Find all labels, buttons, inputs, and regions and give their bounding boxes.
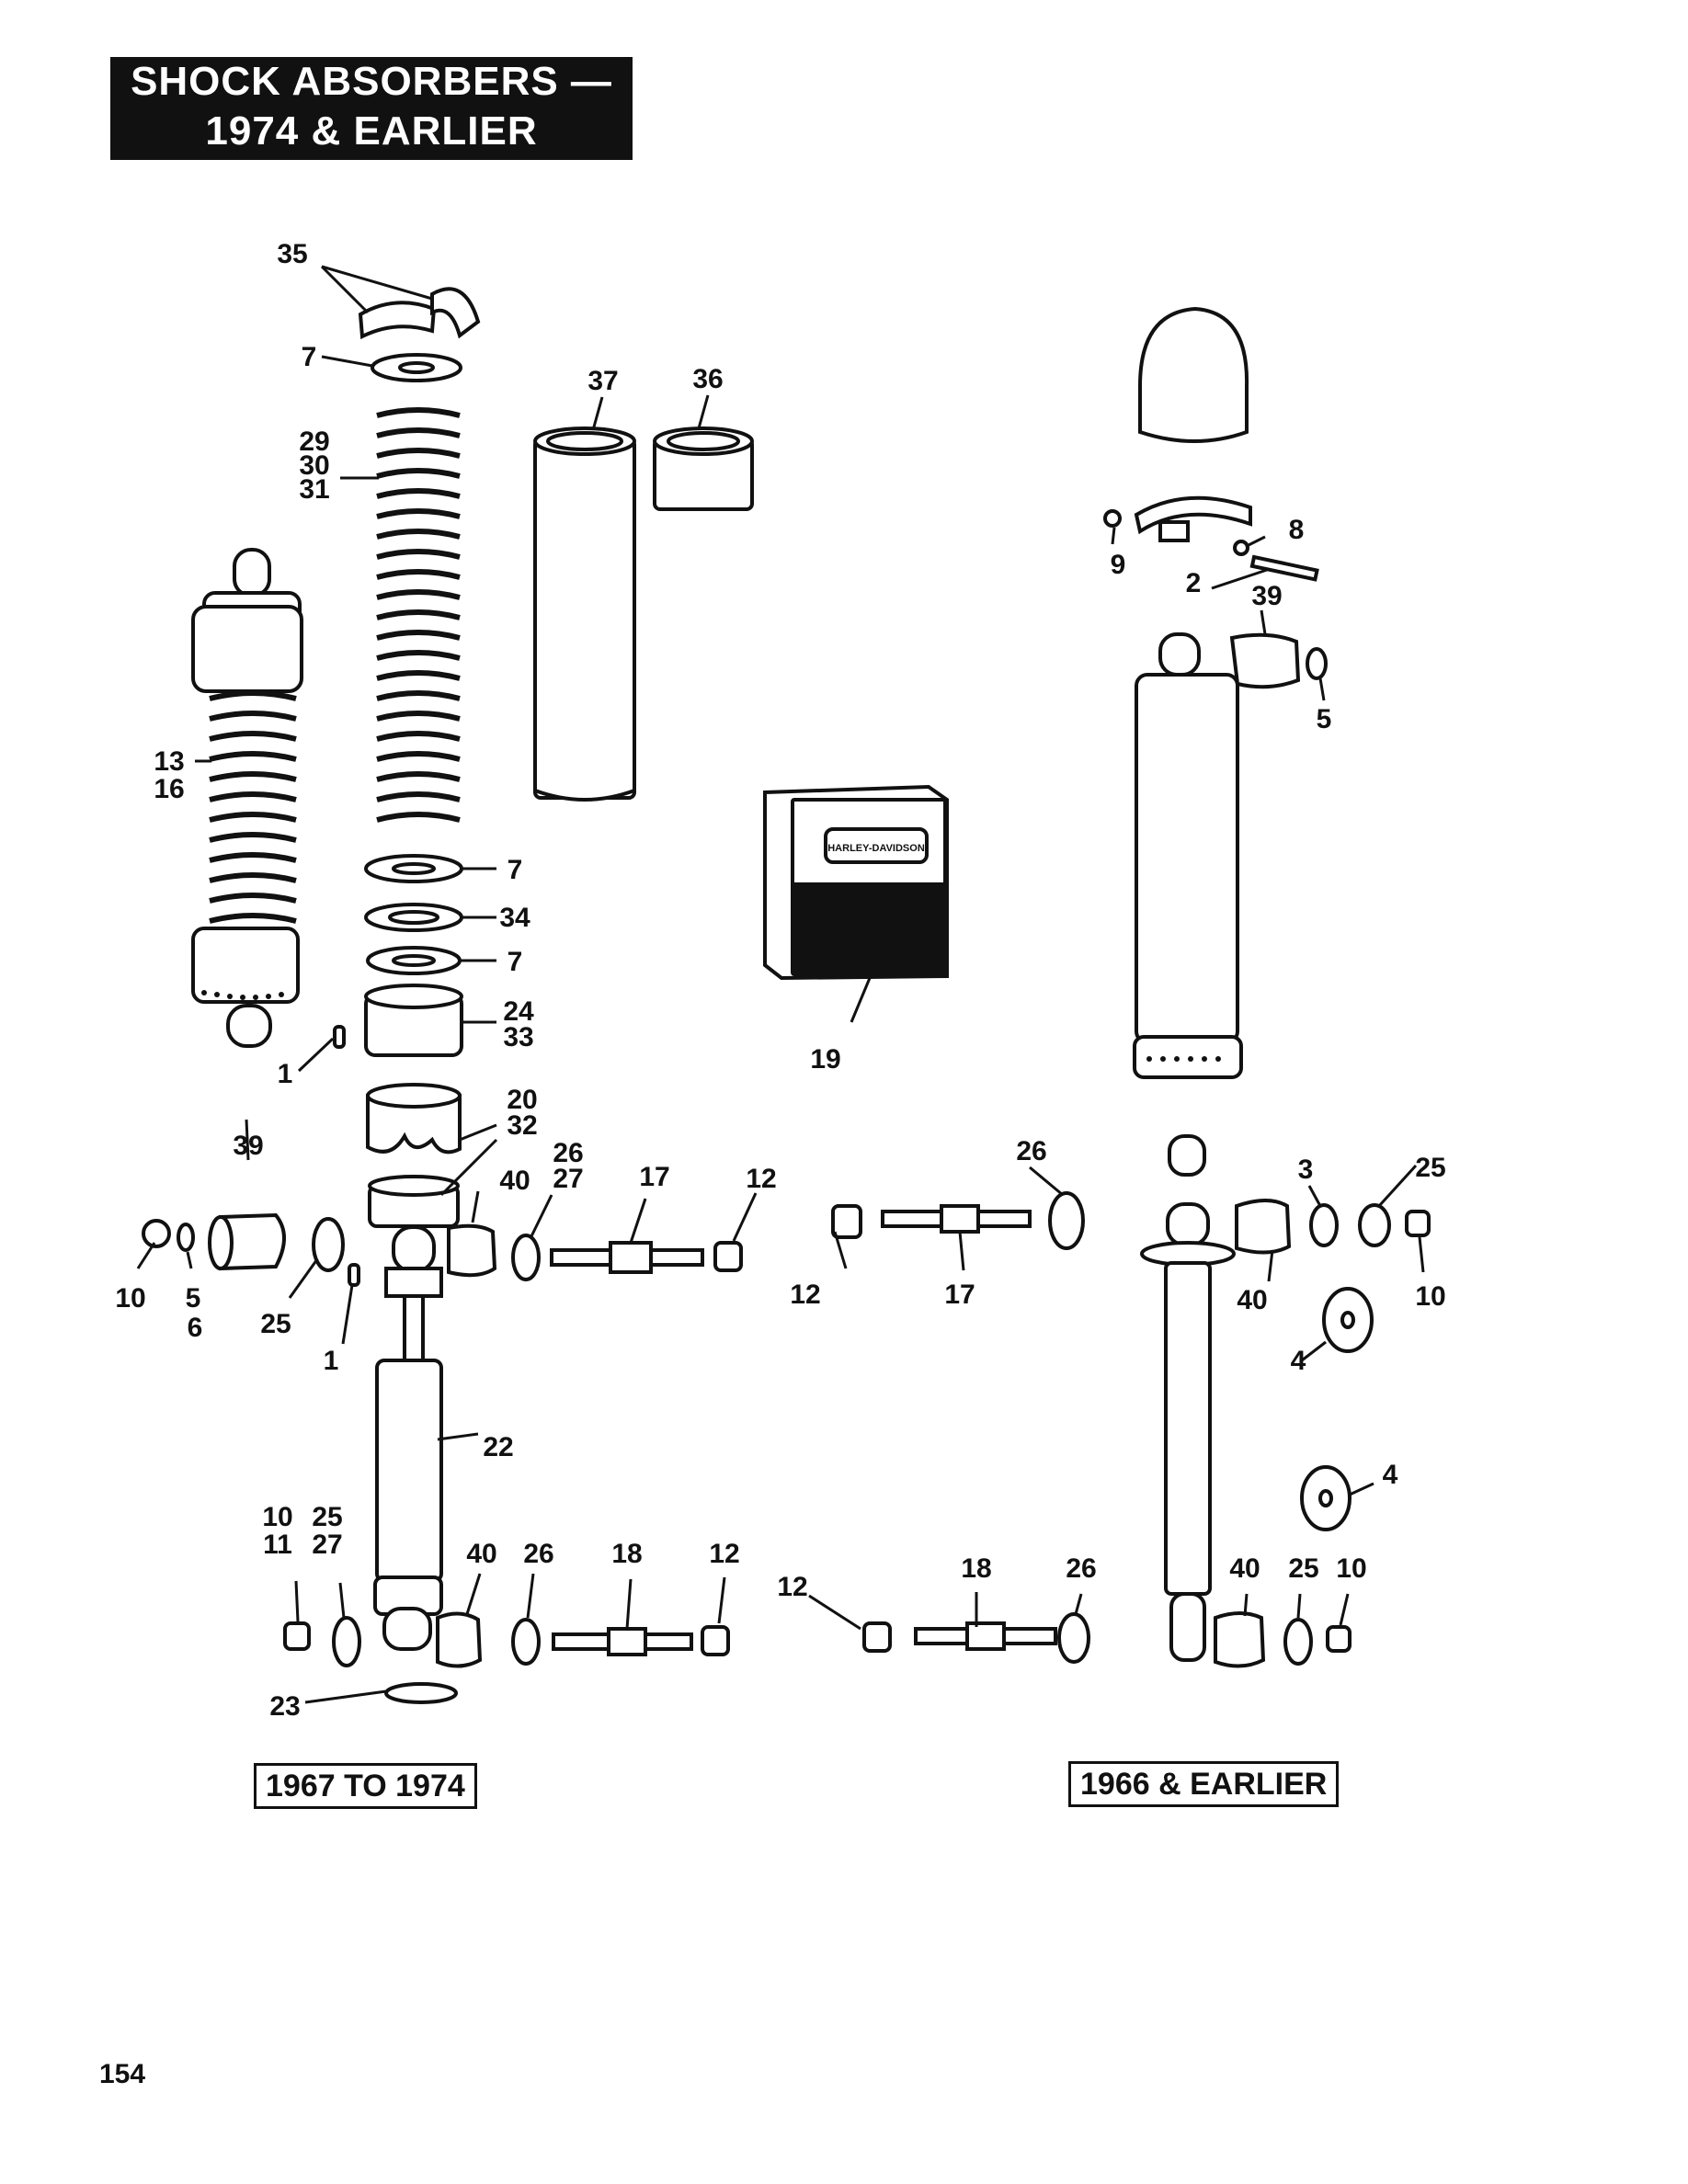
callout-7: 7 [508, 855, 523, 885]
title-line-1: SHOCK ABSORBERS — [131, 59, 612, 104]
callout-40: 40 [466, 1539, 496, 1569]
callout-12: 12 [777, 1572, 807, 1602]
callout-40: 40 [499, 1166, 530, 1196]
callout-18: 18 [961, 1553, 991, 1584]
callout-26: 26 [1066, 1553, 1096, 1584]
callout-27: 27 [312, 1530, 342, 1560]
title-line-2: 1974 & EARLIER [205, 108, 538, 154]
callout-12: 12 [790, 1280, 820, 1310]
callout-1: 1 [278, 1059, 293, 1089]
callout-10: 10 [1336, 1553, 1366, 1584]
callout-10: 10 [1415, 1281, 1445, 1312]
leader-lines [136, 265, 1425, 1704]
callout-26: 26 [523, 1539, 553, 1569]
callout-26: 26 [1016, 1136, 1046, 1166]
callout-27: 27 [553, 1164, 583, 1194]
callout-23: 23 [269, 1691, 300, 1722]
callout-40: 40 [1229, 1553, 1260, 1584]
callout-3: 3 [1298, 1155, 1314, 1185]
callout-5: 5 [1317, 704, 1332, 734]
callout-33: 33 [503, 1022, 533, 1052]
callout-17: 17 [944, 1280, 975, 1310]
callout-10: 10 [262, 1502, 292, 1532]
callout-8: 8 [1289, 515, 1305, 545]
callout-30: 30 [299, 450, 329, 481]
callout-34: 34 [499, 903, 530, 933]
callout-10: 10 [115, 1283, 145, 1314]
callout-32: 32 [507, 1110, 537, 1141]
left-upper-mount-hardware [142, 1212, 743, 1281]
callout-40: 40 [1237, 1285, 1267, 1315]
callout-31: 31 [299, 474, 329, 505]
callout-16: 16 [154, 774, 184, 804]
callout-13: 13 [154, 746, 184, 777]
variant-label-1967-1974: 1967 TO 1974 [254, 1763, 477, 1809]
callout-24: 24 [503, 996, 534, 1027]
callout-26: 26 [553, 1138, 583, 1168]
callout-4: 4 [1383, 1460, 1398, 1490]
exploded-column-1967-1974 [333, 287, 481, 1704]
callout-39: 39 [233, 1131, 263, 1161]
callout-25: 25 [312, 1502, 342, 1532]
middle-mount-hardware [831, 1191, 1090, 1664]
callout-35: 35 [277, 239, 307, 269]
callout-22: 22 [483, 1432, 513, 1462]
callout-4: 4 [1291, 1346, 1306, 1376]
callout-25: 25 [1415, 1153, 1445, 1183]
variant-label-1966-earlier: 1966 & EARLIER [1068, 1761, 1340, 1807]
callout-36: 36 [692, 364, 723, 394]
callout-29: 29 [299, 427, 329, 457]
callout-18: 18 [611, 1539, 642, 1569]
callout-11: 11 [263, 1530, 292, 1560]
callout-9: 9 [1111, 550, 1126, 580]
page-number: 154 [99, 2059, 146, 2089]
callout-20: 20 [507, 1085, 537, 1115]
emblem-box [763, 784, 949, 981]
callout-1: 1 [324, 1346, 339, 1376]
title-banner: SHOCK ABSORBERS — 1974 & EARLIER [110, 57, 633, 160]
callout-12: 12 [709, 1539, 739, 1569]
callout-5: 5 [186, 1283, 201, 1314]
callout-19: 19 [810, 1044, 840, 1075]
callout-39: 39 [1251, 581, 1282, 611]
callout-12: 12 [746, 1164, 776, 1194]
cover-tubes [533, 427, 754, 802]
callout-6: 6 [188, 1313, 203, 1343]
emblem-text: HARLEY-DAVIDSON [827, 843, 925, 854]
callout-7: 7 [302, 342, 317, 372]
callout-17: 17 [639, 1162, 669, 1192]
callout-25: 25 [1288, 1553, 1318, 1584]
right-shock-1966-earlier [1103, 306, 1431, 1668]
callout-2: 2 [1186, 568, 1202, 598]
assembled-shock-1967-1974 [191, 548, 303, 1048]
left-lower-mount-hardware [283, 1611, 730, 1668]
callout-37: 37 [587, 366, 618, 396]
callout-7: 7 [508, 947, 523, 977]
callout-25: 25 [260, 1309, 291, 1339]
